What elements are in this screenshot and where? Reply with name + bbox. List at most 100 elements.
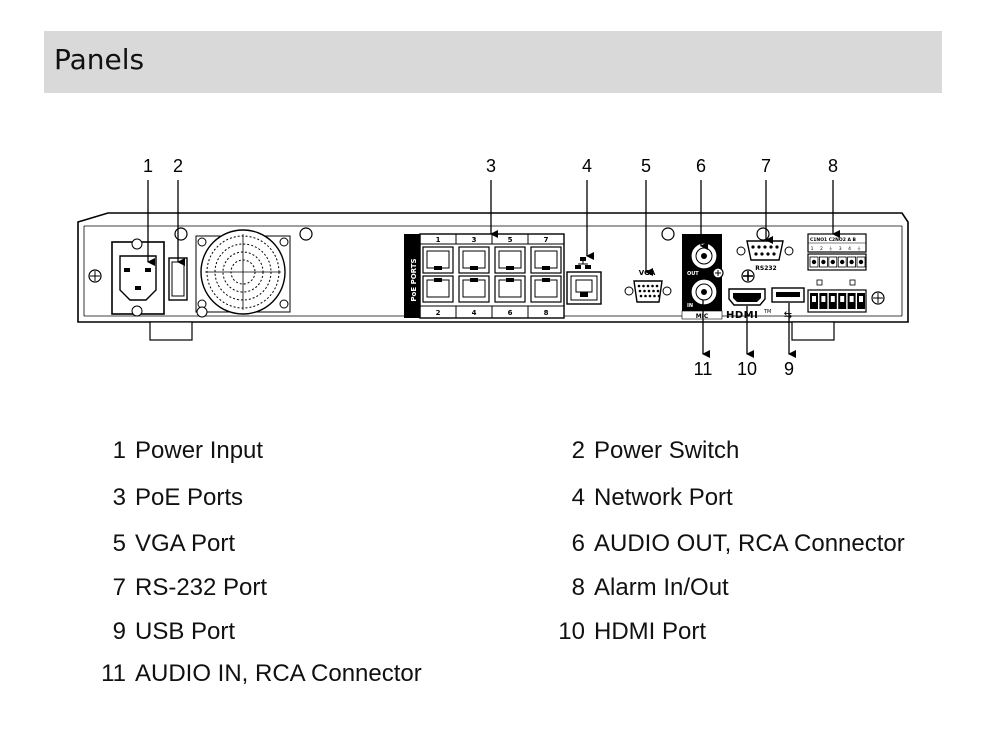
power-switch <box>168 257 188 301</box>
legend-number: 6 <box>571 530 585 557</box>
rs232-pin <box>763 245 767 249</box>
poe-rj45-port <box>458 275 490 303</box>
audio-in-label: IN <box>687 303 693 309</box>
alarm-terminal <box>837 256 847 309</box>
fan-icon <box>195 229 291 318</box>
rs232-pin <box>757 245 761 249</box>
vga-label: VGA <box>639 269 656 277</box>
rs232-pin <box>760 252 764 256</box>
poe-ports-block: PoE PORTS 1 3 5 7 2 4 6 8 <box>404 233 565 319</box>
alarm-terminal <box>828 256 838 309</box>
audio-out-label: OUT <box>687 271 699 277</box>
alarm-pin-label: ⏚ <box>857 245 862 252</box>
screw-icon <box>88 269 102 283</box>
legend-item: 6 AUDIO OUT, RCA Connector <box>553 530 905 558</box>
power-input-socket <box>111 238 165 317</box>
network-port <box>566 257 602 305</box>
vga-pin <box>639 294 643 298</box>
rs232-port: RS232 <box>736 240 794 272</box>
legend-label: USB Port <box>135 618 236 645</box>
vga-pin <box>657 294 661 298</box>
vga-pin <box>655 284 659 288</box>
section-header: Panels <box>44 31 942 93</box>
poe-port-number: 7 <box>544 236 549 244</box>
poe-rj45-port <box>494 246 526 274</box>
rs232-pin <box>766 252 770 256</box>
legend-item: 2 Power Switch <box>553 437 740 465</box>
vga-pin <box>638 289 642 293</box>
callout-number: 1 <box>143 156 153 176</box>
callout-number: 9 <box>784 359 794 379</box>
callout-number: 3 <box>486 156 496 176</box>
legend-label: Network Port <box>594 484 733 511</box>
poe-rj45-port <box>530 275 562 303</box>
poe-port-number: 5 <box>508 236 513 244</box>
rs232-pin <box>754 252 758 256</box>
legend-number: 7 <box>112 574 126 601</box>
vga-pin <box>646 284 650 288</box>
legend-label: HDMI Port <box>594 618 707 645</box>
legend-number: 9 <box>112 618 126 645</box>
legend-number: 2 <box>571 437 585 464</box>
legend-number: 1 <box>112 437 126 464</box>
screw-icon <box>174 227 188 241</box>
alarm-pin-label: ⏚ <box>829 245 834 252</box>
callout-number: 7 <box>761 156 771 176</box>
ground-screw-icon <box>741 269 755 283</box>
poe-rj45-port <box>494 275 526 303</box>
legend-label: Power Switch <box>594 437 740 464</box>
rs232-pin <box>772 252 776 256</box>
poe-port-number: 1 <box>436 236 441 244</box>
callout-number: 11 <box>694 359 713 379</box>
rs232-pin <box>769 245 773 249</box>
legend-number: 8 <box>571 574 585 601</box>
vga-pin <box>642 284 645 288</box>
legend-item: 8 Alarm In/Out <box>553 574 729 602</box>
callout-number: 10 <box>737 359 757 379</box>
alarm-terminal <box>856 256 866 309</box>
legend-item: 7 RS-232 Port <box>96 574 267 602</box>
usb-port: ⇆ <box>771 287 805 321</box>
callout-number: 8 <box>828 156 838 176</box>
screw-icon <box>661 227 675 241</box>
legend-label: RS-232 Port <box>135 574 268 601</box>
vga-pin <box>637 284 641 288</box>
legend-label: PoE Ports <box>135 484 244 511</box>
legend-label: AUDIO OUT, RCA Connector <box>594 530 905 557</box>
callout-number: 5 <box>641 156 651 176</box>
callout-number: 6 <box>696 156 706 176</box>
poe-rj45-port <box>422 275 454 303</box>
legend-label: Alarm In/Out <box>594 574 729 601</box>
usb-icon: ⇆ <box>784 310 792 321</box>
poe-ports-label: PoE PORTS <box>410 258 418 301</box>
vga-pin <box>653 294 656 298</box>
mic-label: MIC <box>696 313 709 320</box>
vga-pin <box>651 284 654 288</box>
poe-port-number: 4 <box>472 309 477 317</box>
poe-port-number: 8 <box>544 309 549 317</box>
alarm-terminal <box>819 256 828 309</box>
hdmi-port: HDMI TM <box>726 288 771 321</box>
legend-item: 1 Power Input <box>96 437 263 465</box>
hdmi-trademark: TM <box>763 309 771 315</box>
poe-port-number: 6 <box>508 309 513 317</box>
poe-port-number: 3 <box>472 236 477 244</box>
legend-label: Power Input <box>135 437 264 464</box>
poe-ports-label-bar <box>404 234 420 318</box>
alarm-terminal <box>809 256 819 309</box>
vga-pin <box>656 289 660 293</box>
legend-label: AUDIO IN, RCA Connector <box>135 660 422 687</box>
alarm-header-label: C1NO1 C2NO2 A B <box>810 237 856 243</box>
screw-icon <box>871 291 885 305</box>
vga-pin <box>644 294 647 298</box>
vga-pin <box>652 289 655 293</box>
callout-number: 4 <box>582 156 592 176</box>
alarm-pin-label: 1 <box>811 246 814 252</box>
legend-item: 9 USB Port <box>96 618 235 646</box>
rs232-pin <box>751 245 755 249</box>
